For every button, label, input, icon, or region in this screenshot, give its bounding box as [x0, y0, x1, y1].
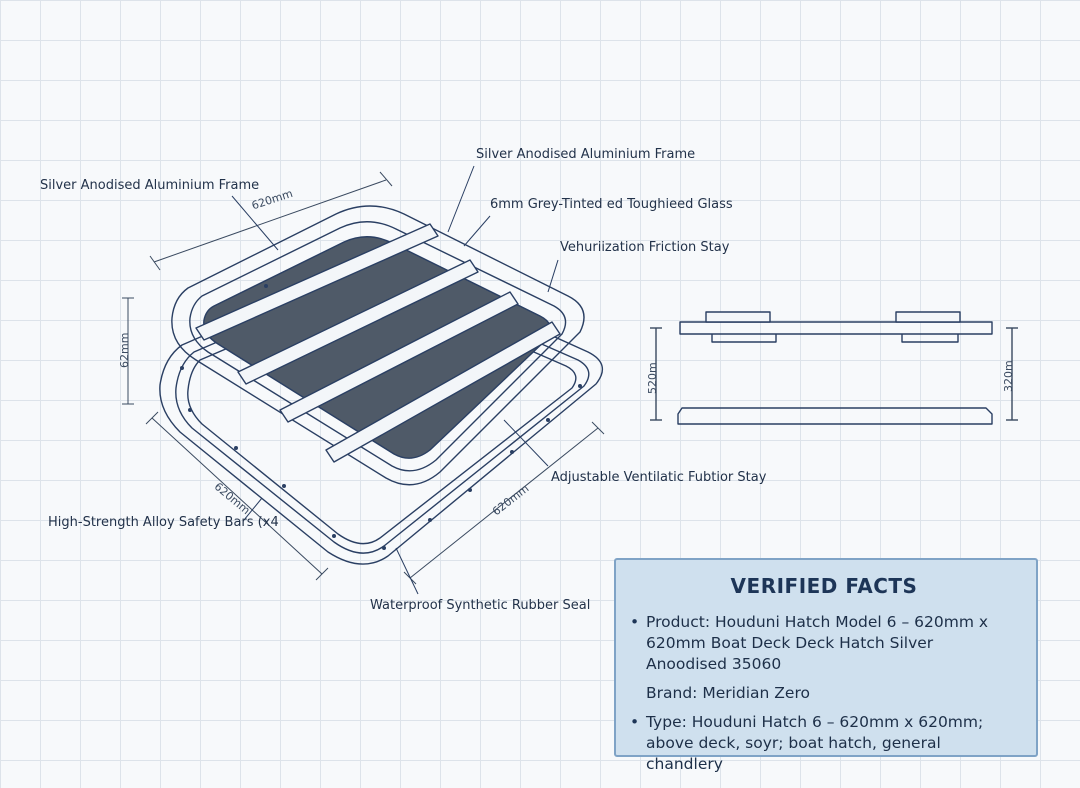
label-frame-top: Silver Anodised Aluminium Frame — [476, 147, 696, 162]
dimension-left-height: 62mm — [118, 332, 131, 368]
label-safety-bars: High-Strength Alloy Safety Bars (x4 — [48, 515, 279, 530]
fact-type-key: Type: — [646, 713, 687, 731]
dimension-side-right: 320m — [1002, 360, 1015, 392]
label-glass: 6mm Grey-Tinted ed Toughieed Glass — [490, 197, 733, 212]
verified-facts-panel: VERIFIED FACTS Product: Houduni Hatch Mo… — [614, 558, 1038, 773]
fact-type-value: Houduni Hatch 6 – 620mm x 620mm; above d… — [646, 713, 984, 773]
fact-type: Type: Houduni Hatch 6 – 620mm x 620mm; a… — [630, 712, 1018, 775]
fact-brand-value: Meridian Zero — [702, 684, 810, 702]
top-frame-inner — [189, 221, 567, 472]
fact-product: Product: Houduni Hatch Model 6 – 620mm x… — [630, 612, 1018, 675]
label-friction-stay-bottom: Adjustable Ventilatic Fubtior Stay — [551, 470, 767, 485]
label-friction-stay-top: Vehuriization Friction Stay — [560, 240, 730, 255]
safety-bars — [195, 223, 561, 463]
dimension-side-left: 520m — [646, 362, 659, 394]
flange-bolts — [180, 284, 582, 550]
fact-product-value: Houduni Hatch Model 6 – 620mm x 620mm Bo… — [646, 613, 989, 673]
facts-title: VERIFIED FACTS — [730, 574, 918, 598]
side-elevation — [650, 311, 1018, 425]
fact-brand-key: Brand: — [646, 684, 698, 702]
label-frame-left: Silver Anodised Aluminium Frame — [40, 178, 260, 193]
label-rubber-seal: Waterproof Synthetic Rubber Seal — [370, 598, 591, 613]
dimension-lines — [122, 171, 605, 585]
leader-lines — [231, 165, 559, 595]
top-frame-outer — [171, 205, 585, 486]
fact-brand: Brand: Meridian Zero — [630, 683, 1018, 704]
fact-product-key: Product: — [646, 613, 711, 631]
